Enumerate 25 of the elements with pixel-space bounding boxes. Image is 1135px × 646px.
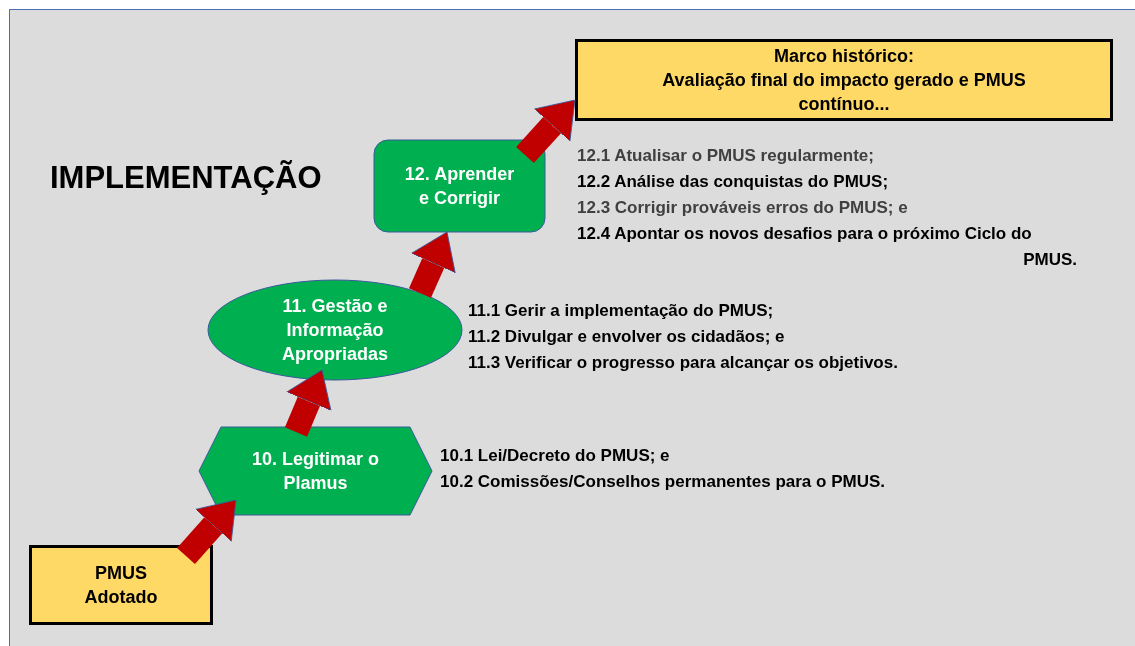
- section-title: IMPLEMENTAÇÃO: [50, 160, 322, 196]
- box-text: Avaliação final do impacto gerado e PMUS contínuo...: [661, 69, 1027, 116]
- task-item: 10.1 Lei/Decreto do PMUS; e: [440, 445, 671, 467]
- task-item: 11.1 Gerir a implementação do PMUS;: [468, 300, 775, 322]
- task-item: 12.1 Atualisar o PMUS regularmente;: [577, 145, 875, 167]
- box-text: PMUS Adotado: [83, 562, 159, 609]
- start-box: [29, 545, 213, 625]
- task-item: 12.2 Análise das conquistas do PMUS;: [577, 171, 890, 193]
- step-box: [374, 140, 545, 232]
- task-item: 12.3 Corrigir prováveis erros do PMUS; e: [577, 197, 909, 219]
- block-arrow: [516, 99, 576, 164]
- step-hexagon: [199, 427, 432, 515]
- block-arrow: [284, 369, 332, 437]
- block-arrow: [177, 499, 237, 564]
- box-text: 11. Gestão e Informação Apropriadas: [281, 295, 389, 366]
- task-item: 11.3 Verificar o progresso para alcançar os objetivos.: [468, 352, 899, 374]
- task-item: 11.2 Divulgar e envolver os cidadãos; e: [468, 326, 786, 348]
- milestone-box: [575, 39, 1113, 121]
- box-text: 12. Aprender e Corrigir: [403, 163, 516, 210]
- box-text: 10. Legitimar o Plamus: [250, 448, 380, 495]
- task-item: 12.4 Apontar os novos desafios para o próximo Ciclo do PMUS.: [577, 223, 1077, 271]
- task-item: 10.2 Comissões/Conselhos permanentes para o PMUS.: [440, 471, 886, 493]
- block-arrow: [409, 231, 456, 298]
- step-ellipse: [208, 280, 462, 380]
- box-heading: Marco histórico:: [774, 45, 914, 68]
